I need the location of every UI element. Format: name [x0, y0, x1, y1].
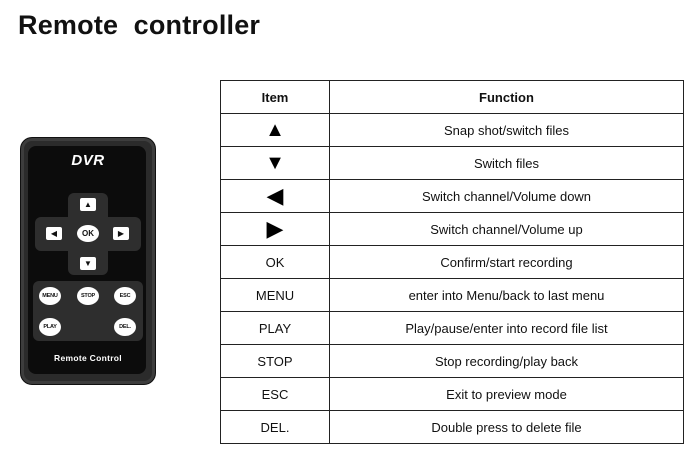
table-row: ▼ Switch files [220, 146, 684, 180]
item-column-header: Item [220, 80, 330, 114]
item-cell: MENU [220, 278, 330, 312]
remote-esc-key: ESC [114, 287, 136, 305]
remote-function-table: Item Function ▲ Snap shot/switch files ▼… [220, 80, 684, 444]
right-triangle-icon: ▶ [266, 216, 284, 241]
remote-ok-key: OK [77, 225, 99, 242]
table-row: ◀ Switch channel/Volume down [220, 179, 684, 213]
item-cell: ▶ [220, 212, 330, 246]
remote-del-key: DEL. [114, 318, 136, 336]
item-cell: ▼ [220, 146, 330, 180]
left-triangle-icon: ◀ [266, 183, 284, 208]
down-triangle-icon: ▼ [265, 152, 285, 174]
table-header-row: Item Function [220, 80, 684, 114]
down-arrow-icon: ▼ [84, 259, 92, 268]
function-cell: Double press to delete file [329, 410, 684, 444]
remote-play-key: PLAY [39, 318, 61, 336]
up-triangle-icon: ▲ [265, 119, 285, 141]
remote-label: Remote Control [54, 353, 122, 363]
table-row: DEL. Double press to delete file [220, 410, 684, 444]
function-cell: Play/pause/enter into record file list [329, 311, 684, 345]
item-cell: ▲ [220, 113, 330, 147]
item-cell: DEL. [220, 410, 330, 444]
right-arrow-icon: ▶ [117, 229, 125, 238]
remote-brand: DVR [71, 152, 105, 169]
remote-down-key: ▼ [80, 257, 96, 270]
item-cell: PLAY [220, 311, 330, 345]
table-row: ESC Exit to preview mode [220, 377, 684, 411]
item-cell: ◀ [220, 179, 330, 213]
function-cell: Switch channel/Volume up [329, 212, 684, 246]
item-cell: OK [220, 245, 330, 279]
table-row: OK Confirm/start recording [220, 245, 684, 279]
function-cell: enter into Menu/back to last menu [329, 278, 684, 312]
remote-up-key: ▲ [80, 198, 96, 211]
up-arrow-icon: ▲ [84, 200, 92, 209]
function-cell: Switch files [329, 146, 684, 180]
table-row: ▶ Switch channel/Volume up [220, 212, 684, 246]
remote-stop-key: STOP [77, 287, 99, 305]
table-row: ▲ Snap shot/switch files [220, 113, 684, 147]
function-cell: Stop recording/play back [329, 344, 684, 378]
remote-control-illustration: DVR ▲ ▼ ◀ ▶ OK MENU STOP ESC PLAY DEL. R… [20, 137, 156, 385]
remote-left-key: ◀ [46, 227, 62, 240]
table-row: STOP Stop recording/play back [220, 344, 684, 378]
item-cell: ESC [220, 377, 330, 411]
page-title: Remote controller [18, 10, 261, 40]
function-cell: Confirm/start recording [329, 245, 684, 279]
table-row: PLAY Play/pause/enter into record file l… [220, 311, 684, 345]
function-cell: Snap shot/switch files [329, 113, 684, 147]
function-cell: Switch channel/Volume down [329, 179, 684, 213]
function-column-header: Function [329, 80, 684, 114]
item-cell: STOP [220, 344, 330, 378]
function-cell: Exit to preview mode [329, 377, 684, 411]
table-row: MENU enter into Menu/back to last menu [220, 278, 684, 312]
remote-menu-key: MENU [39, 287, 61, 305]
left-arrow-icon: ◀ [50, 229, 58, 238]
remote-right-key: ▶ [113, 227, 129, 240]
